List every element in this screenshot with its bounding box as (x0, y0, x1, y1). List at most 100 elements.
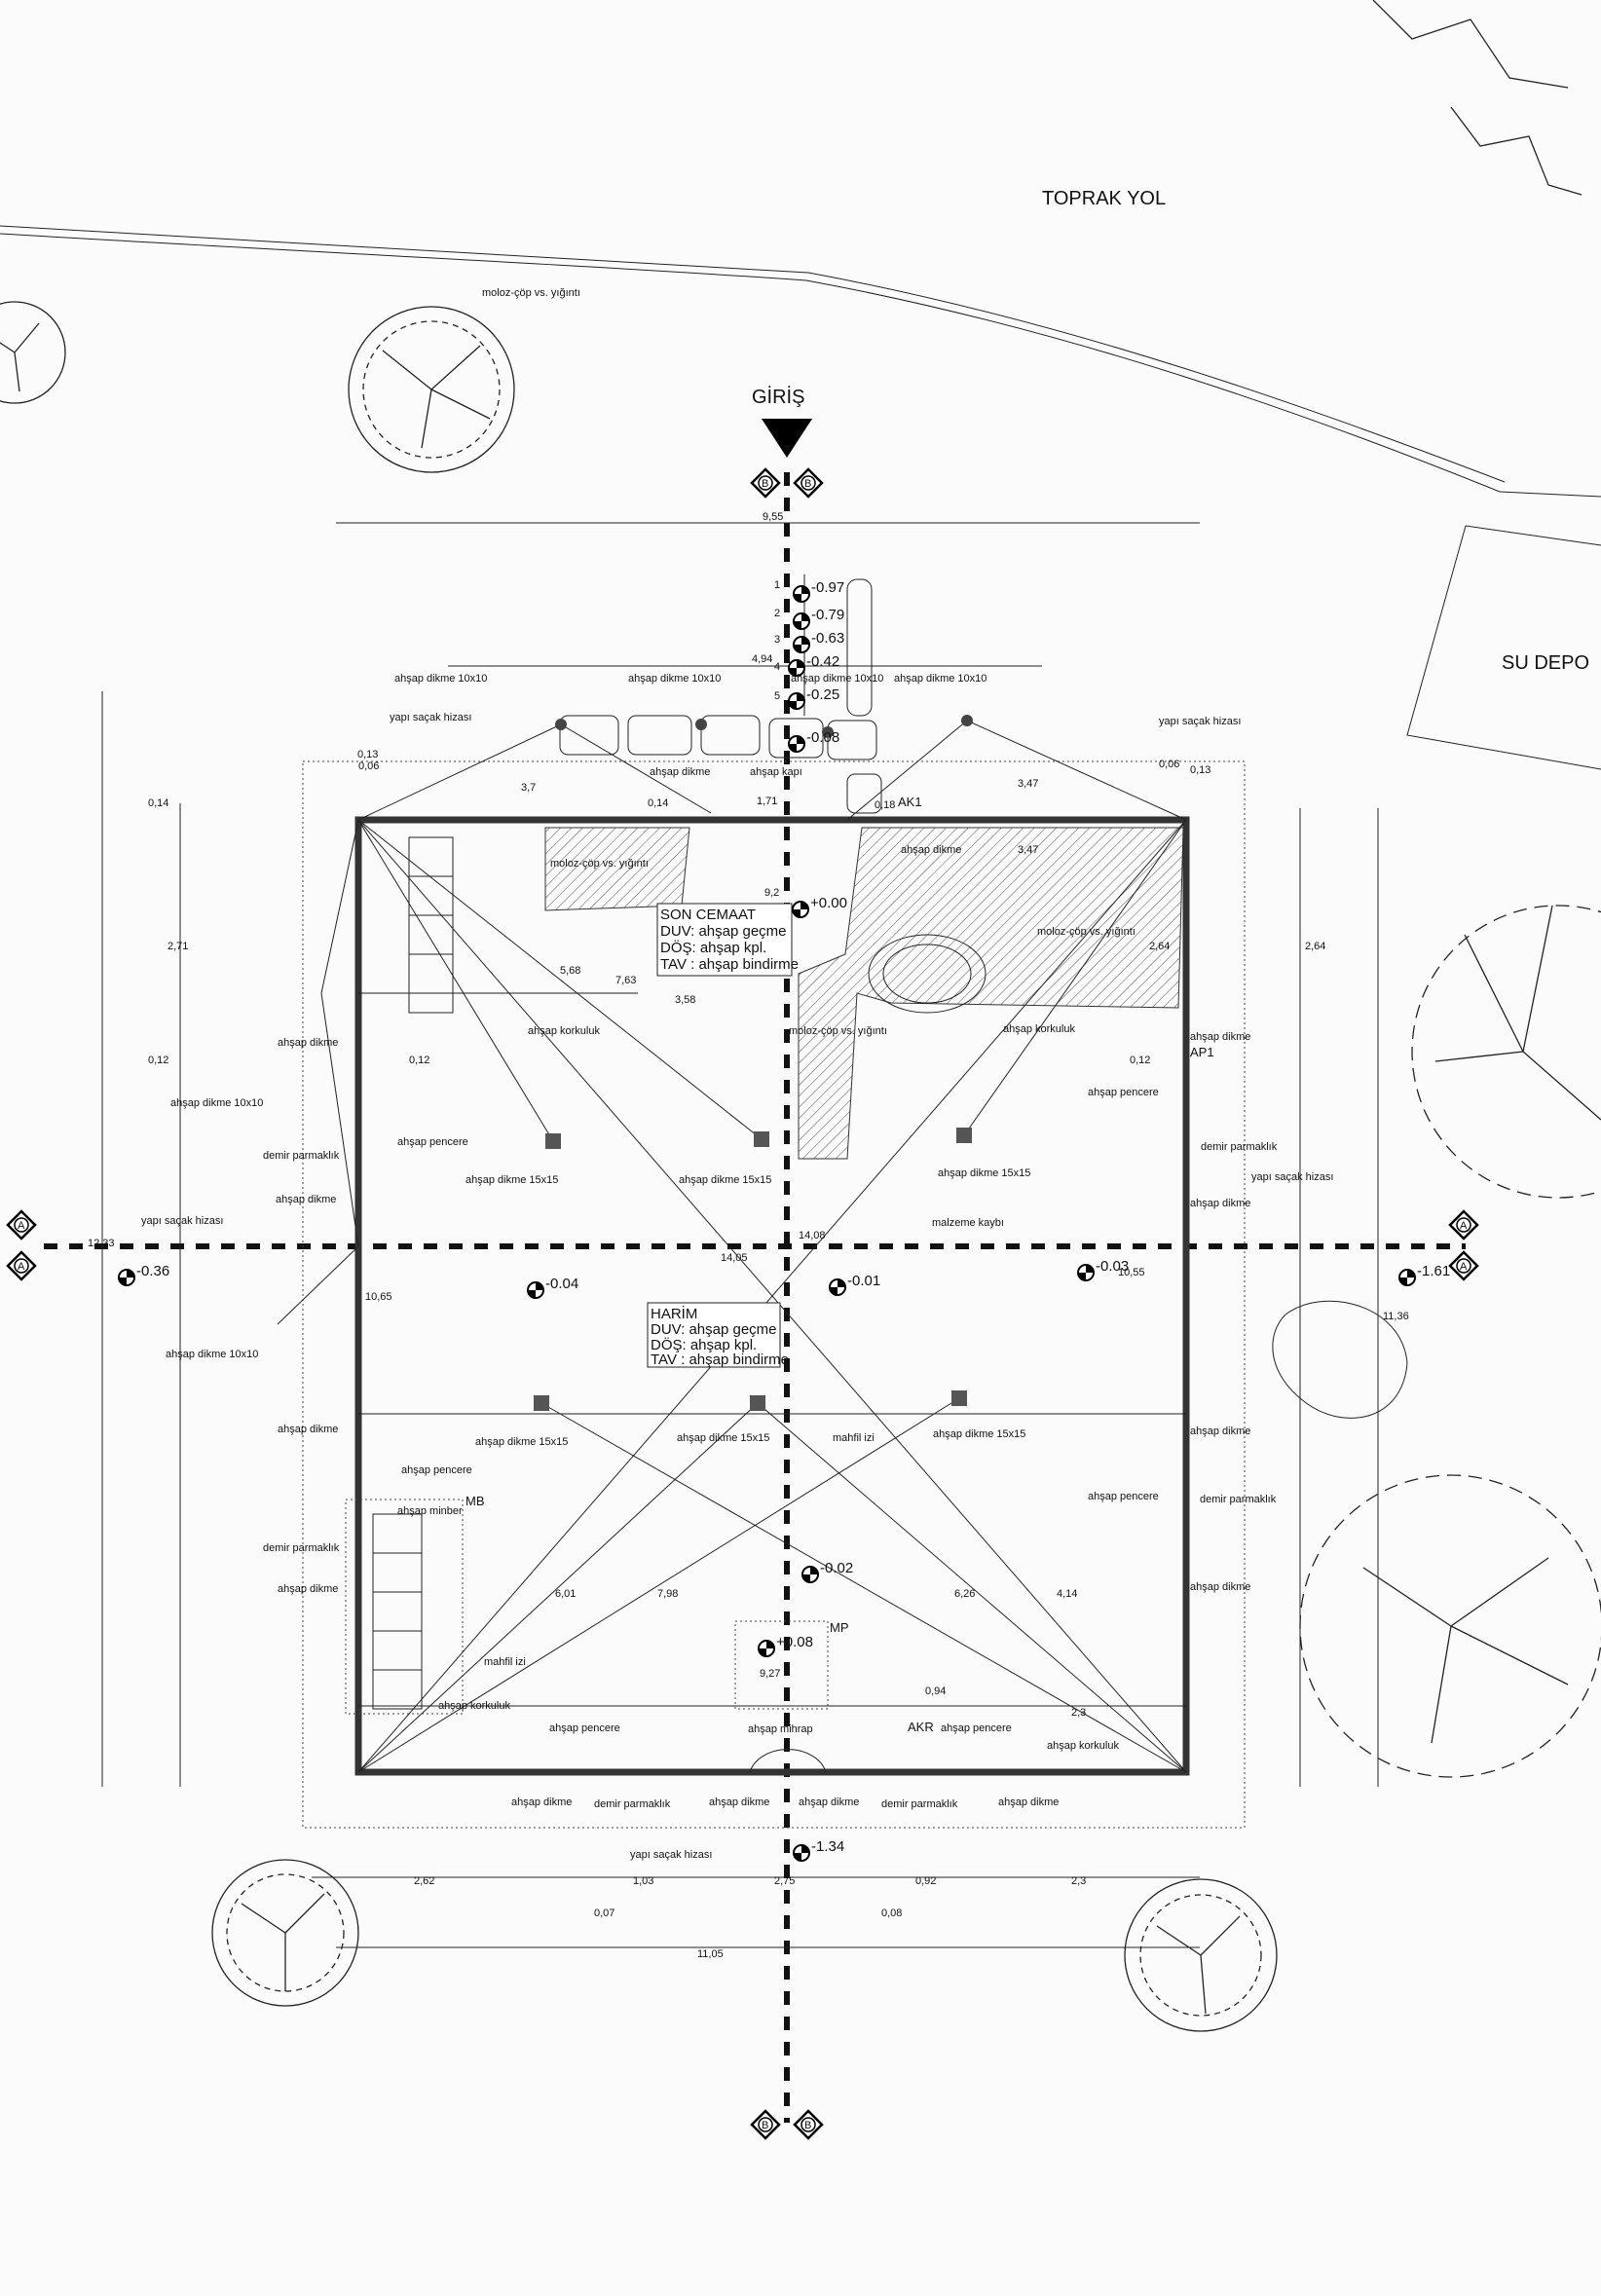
annotation: demir parmaklık (1201, 1141, 1278, 1153)
annotation: moloz-çöp vs. yığıntı (550, 858, 649, 870)
dimension-value: 14,08 (799, 1230, 826, 1241)
dimension-value: 9,55 (763, 511, 783, 523)
annotation: ahşap dikme 10x10 (170, 1097, 263, 1109)
annotation: yapı saçak hizası (1159, 716, 1241, 727)
dimension-value: 2,3 (1071, 1875, 1086, 1887)
rubble-area (798, 827, 1184, 1160)
dimension-value: 0,12 (409, 1055, 429, 1066)
annotation: ahşap pencere (549, 1722, 620, 1734)
post-10x10 (822, 726, 834, 738)
room-wall: DUV: ahşap geçme (651, 1321, 777, 1338)
room-floor: DÖŞ: ahşap kpl. (660, 939, 766, 956)
step-number: 1 (774, 579, 780, 591)
dimension-value: 0,12 (148, 1055, 168, 1066)
entrance-arrow-icon (762, 419, 812, 458)
annotation: ahşap dikme 15x15 (475, 1436, 568, 1448)
annotation: yapı saçak hizası (141, 1215, 223, 1227)
annotation: ahşap dikme 10x10 (894, 673, 987, 685)
building-outer-wall (354, 816, 1190, 1776)
dimension-value: 3,58 (675, 994, 695, 1006)
section-axis-a: A A A A (6, 1209, 1479, 1281)
annotation: ahşap pencere (397, 1136, 468, 1148)
annotation: mahfil izi (833, 1432, 875, 1444)
axis-a-label: A (18, 1220, 25, 1232)
step-number: 5 (774, 690, 780, 702)
tree-icon (1124, 1878, 1278, 2032)
annotation: ahşap dikme 10x10 (628, 673, 721, 685)
dimension-value: 3,47 (1018, 778, 1038, 790)
annotation: ahşap dikme (1190, 1198, 1250, 1209)
annotation: ahşap mihrap (748, 1723, 813, 1735)
dimension-value: 2,71 (168, 941, 188, 952)
room-title: HARİM (651, 1305, 697, 1322)
annotation: ahşap dikme 15x15 (933, 1428, 1025, 1440)
dimension-value: 3,7 (521, 782, 536, 794)
dimension-value: 0,07 (594, 1907, 614, 1919)
annotation: ahşap pencere (941, 1722, 1012, 1734)
annotation: MB (465, 1494, 485, 1508)
dimension-value: 0,12 (1130, 1055, 1150, 1066)
dimension-value: 7,98 (657, 1588, 678, 1600)
annotation: moloz-çöp vs. yığıntı (482, 287, 580, 299)
tree-icon (211, 1859, 359, 2007)
axis-b-label: B (762, 2120, 768, 2131)
annotation: yapı saçak hizası (630, 1849, 712, 1861)
annotation: ahşap dikme (650, 766, 710, 778)
dimension-value: 2,64 (1149, 941, 1170, 952)
annotation: ahşap dikme 15x15 (465, 1174, 558, 1186)
annotation: ahşap korkuluk (1003, 1023, 1075, 1035)
harim-label-box: HARİM DUV: ahşap geçme DÖŞ: ahşap kpl. T… (647, 1302, 789, 1368)
post-15x15 (754, 1131, 769, 1147)
step-number: 3 (774, 634, 780, 646)
dimension-value: 0,92 (915, 1875, 936, 1887)
tree-icon (1299, 1474, 1601, 1778)
stair-top (408, 836, 454, 1014)
elevation-value: -0.63 (811, 630, 844, 647)
annotation: ahşap pencere (1088, 1491, 1159, 1502)
room-title: SON CEMAAT (660, 907, 756, 923)
posts (534, 715, 973, 1411)
annotation: demir parmaklık (1200, 1494, 1277, 1505)
dimension-value: 0,06 (1159, 759, 1179, 770)
dimension-value: 2,62 (414, 1875, 434, 1887)
dimension-value: 12,33 (88, 1238, 115, 1249)
annotation: ahşap korkuluk (1047, 1740, 1119, 1752)
dimension-value: 1,03 (633, 1875, 653, 1887)
annotation: ahşap dikme (276, 1194, 336, 1205)
elevation-value: -0.01 (847, 1273, 880, 1289)
post-15x15 (534, 1395, 549, 1411)
annotations: moloz-çöp vs. yığıntı moloz-çöp vs. yığı… (141, 287, 1333, 1861)
step-number: 4 (774, 661, 780, 673)
room-ceiling: TAV : ahşap bindirme (651, 1352, 789, 1368)
water-tank-outline (1406, 525, 1601, 770)
dimension-values: 9,55 11,05 4,94 9,2 9,27 1,71 3,47 3,47 … (88, 511, 1409, 1960)
tree-icon (348, 306, 515, 473)
eaves-outline (302, 760, 1246, 1829)
elevation-value: -0.25 (806, 686, 839, 703)
annotation: ahşap dikme (998, 1796, 1059, 1808)
post-15x15 (956, 1128, 972, 1143)
dimension-value: 1,71 (757, 796, 777, 807)
elevation-value: -0.02 (820, 1560, 853, 1576)
son-cemaat-label-box: SON CEMAAT DUV: ahşap geçme DÖŞ: ahşap k… (656, 903, 799, 977)
elevation-value: -0.97 (811, 579, 844, 596)
elevation-value: -0.03 (1096, 1258, 1129, 1275)
elevation-markers: -0.97 -0.79 -0.63 -0.42 -0.25 -0.08 +0.0… (118, 579, 1450, 1862)
dimension-value: 9,27 (760, 1668, 780, 1680)
dimension-value: 2,3 (1071, 1707, 1086, 1719)
annotation: ahşap dikme (278, 1424, 338, 1435)
post-15x15 (951, 1390, 967, 1406)
post-15x15 (545, 1133, 561, 1149)
elevation-value: -0.79 (811, 607, 844, 623)
annotation: yapı saçak hizası (1251, 1171, 1333, 1183)
step-numbers: 1 2 3 4 5 (774, 579, 780, 702)
dimension-value: 4,94 (752, 653, 772, 665)
annotation: ahşap dikme 15x15 (938, 1167, 1030, 1179)
dimension-value: 10,65 (365, 1291, 392, 1303)
axis-b-label: B (762, 478, 768, 490)
annotation: moloz-çöp vs. yığıntı (1037, 926, 1136, 938)
post-10x10 (695, 719, 707, 730)
axis-a-label: A (18, 1261, 25, 1273)
mihrab (734, 1620, 829, 1773)
dimension-value: 0,08 (881, 1907, 902, 1919)
